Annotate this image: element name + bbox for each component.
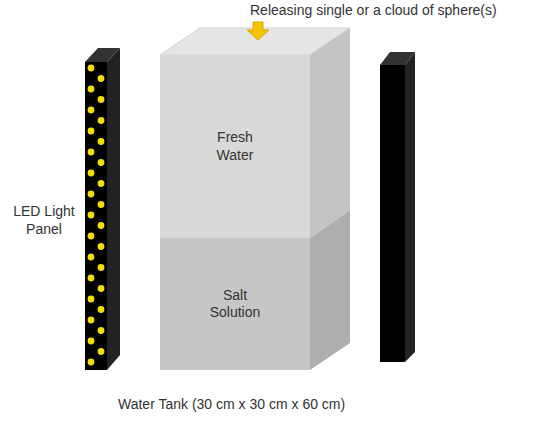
led-dot (88, 149, 95, 156)
led-dot (98, 264, 105, 271)
led-dot (88, 191, 95, 198)
fresh-water-layer: Fresh Water (160, 55, 310, 238)
release-arrow (247, 22, 269, 40)
layer-label: Fresh Water (203, 129, 267, 164)
layer-label: Salt Solution (203, 287, 267, 322)
dark-panel (380, 65, 405, 362)
led-dot (88, 296, 95, 303)
led-dot (98, 306, 105, 313)
led-dot (88, 107, 95, 114)
led-dot (98, 96, 105, 103)
tank-side-upper (310, 28, 350, 238)
led-dot (98, 180, 105, 187)
led-dot (98, 75, 105, 82)
led-dot (88, 170, 95, 177)
led-dot (88, 338, 95, 345)
led-dot (98, 138, 105, 145)
led-dot (98, 201, 105, 208)
tank-caption: Water Tank (30 cm x 30 cm x 60 cm) (118, 396, 345, 414)
led-dot (98, 159, 105, 166)
led-dot (88, 359, 95, 366)
led-dot (98, 348, 105, 355)
led-dot (88, 275, 95, 282)
salt-solution-layer: Salt Solution (160, 238, 310, 370)
led-panel (85, 62, 107, 370)
panel-side (405, 52, 415, 362)
led-dot (98, 243, 105, 250)
panel-side (107, 48, 120, 370)
tank-side-lower (310, 210, 350, 370)
release-note: Releasing single or a cloud of sphere(s) (250, 2, 497, 20)
panel-top (85, 48, 120, 62)
led-dot (88, 233, 95, 240)
led-dot (98, 222, 105, 229)
panel-label: LED Light Panel (8, 203, 80, 238)
led-dot (88, 317, 95, 324)
led-dot (88, 128, 95, 135)
led-dot (88, 212, 95, 219)
led-dot (98, 285, 105, 292)
led-dot (98, 117, 105, 124)
panel-top (380, 52, 415, 65)
led-dot (88, 86, 95, 93)
led-dot (98, 327, 105, 334)
led-dots (88, 65, 105, 366)
led-dot (88, 65, 95, 72)
led-dot (88, 254, 95, 261)
